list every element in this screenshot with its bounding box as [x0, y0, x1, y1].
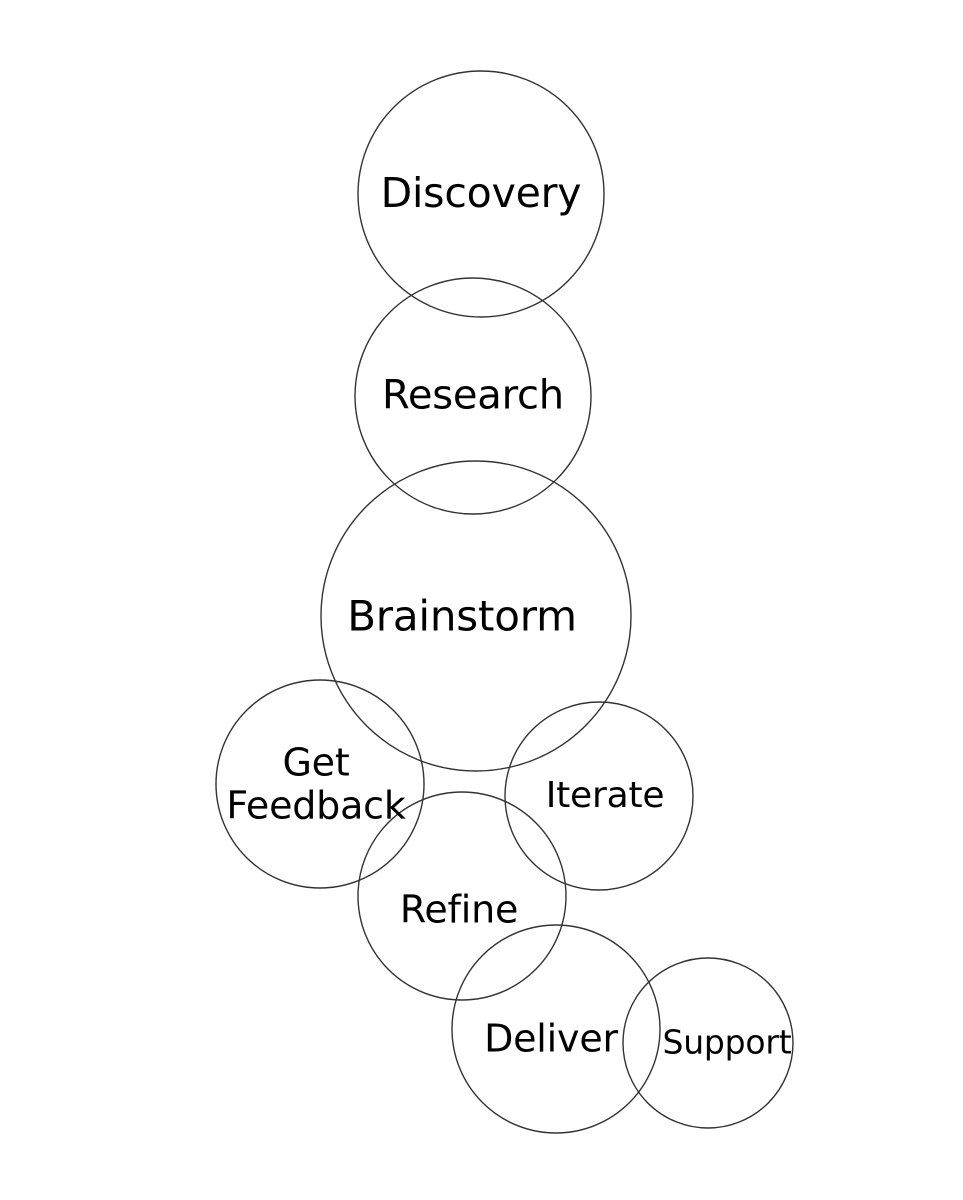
circle-brainstorm[interactable] [320, 460, 632, 772]
circle-iterate[interactable] [504, 701, 694, 891]
circle-deliver[interactable] [451, 924, 661, 1134]
circle-get-feedback[interactable] [215, 679, 425, 889]
circle-refine[interactable] [357, 791, 567, 1001]
circle-research[interactable] [354, 277, 592, 515]
circle-support[interactable] [622, 957, 794, 1129]
circle-discovery[interactable] [357, 70, 605, 318]
